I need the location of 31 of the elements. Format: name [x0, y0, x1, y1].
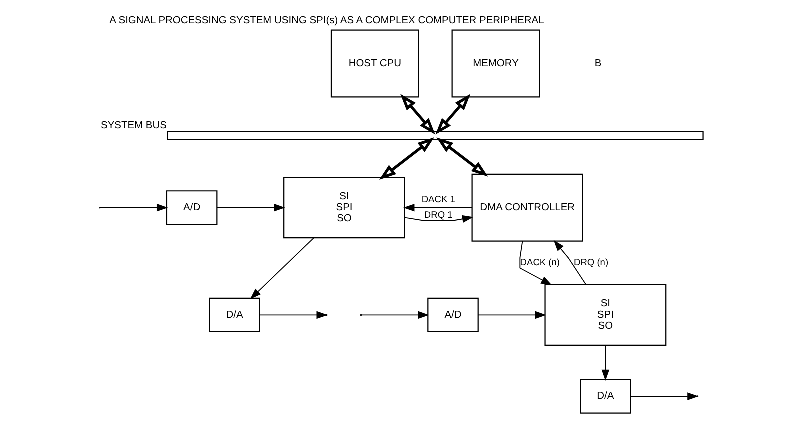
node-label: SYSTEM BUS [101, 120, 167, 132]
arrow [404, 204, 473, 212]
edge-label: DRQ 1 [424, 210, 453, 220]
edge-label: DACK (n) [520, 257, 560, 268]
edge-label: DACK 1 [422, 194, 456, 204]
arrow [400, 94, 436, 135]
node-box: D/A [580, 379, 632, 414]
arrow [436, 138, 488, 177]
arrow [216, 204, 286, 212]
arrow [478, 311, 546, 320]
arrow [361, 311, 430, 320]
node-box: HOST CPU [330, 30, 420, 98]
node-box: MEMORY [452, 30, 540, 98]
caption: A SIGNAL PROCESSING SYSTEM USING SPI(s) AS A COMPLEX COMPUTER PERIPHERAL [110, 16, 544, 27]
arrow [520, 240, 552, 286]
node-box: DMA CONTROLLER [472, 174, 584, 242]
arrow [554, 240, 587, 286]
arrow [602, 345, 610, 381]
arrow [380, 138, 435, 180]
node-box: A/D [166, 190, 218, 226]
arrow [100, 204, 168, 212]
arrow [436, 94, 471, 135]
label: B [594, 58, 602, 70]
arrow [404, 215, 474, 224]
node-box: SI SPI SO [544, 284, 667, 346]
node-box: A/D [428, 298, 479, 332]
node-bar [167, 131, 704, 141]
arrow [250, 238, 314, 300]
node-box: SI SPI SO [284, 177, 406, 239]
node-box: D/A [209, 298, 260, 332]
edge-label: DRQ (n) [574, 257, 609, 268]
